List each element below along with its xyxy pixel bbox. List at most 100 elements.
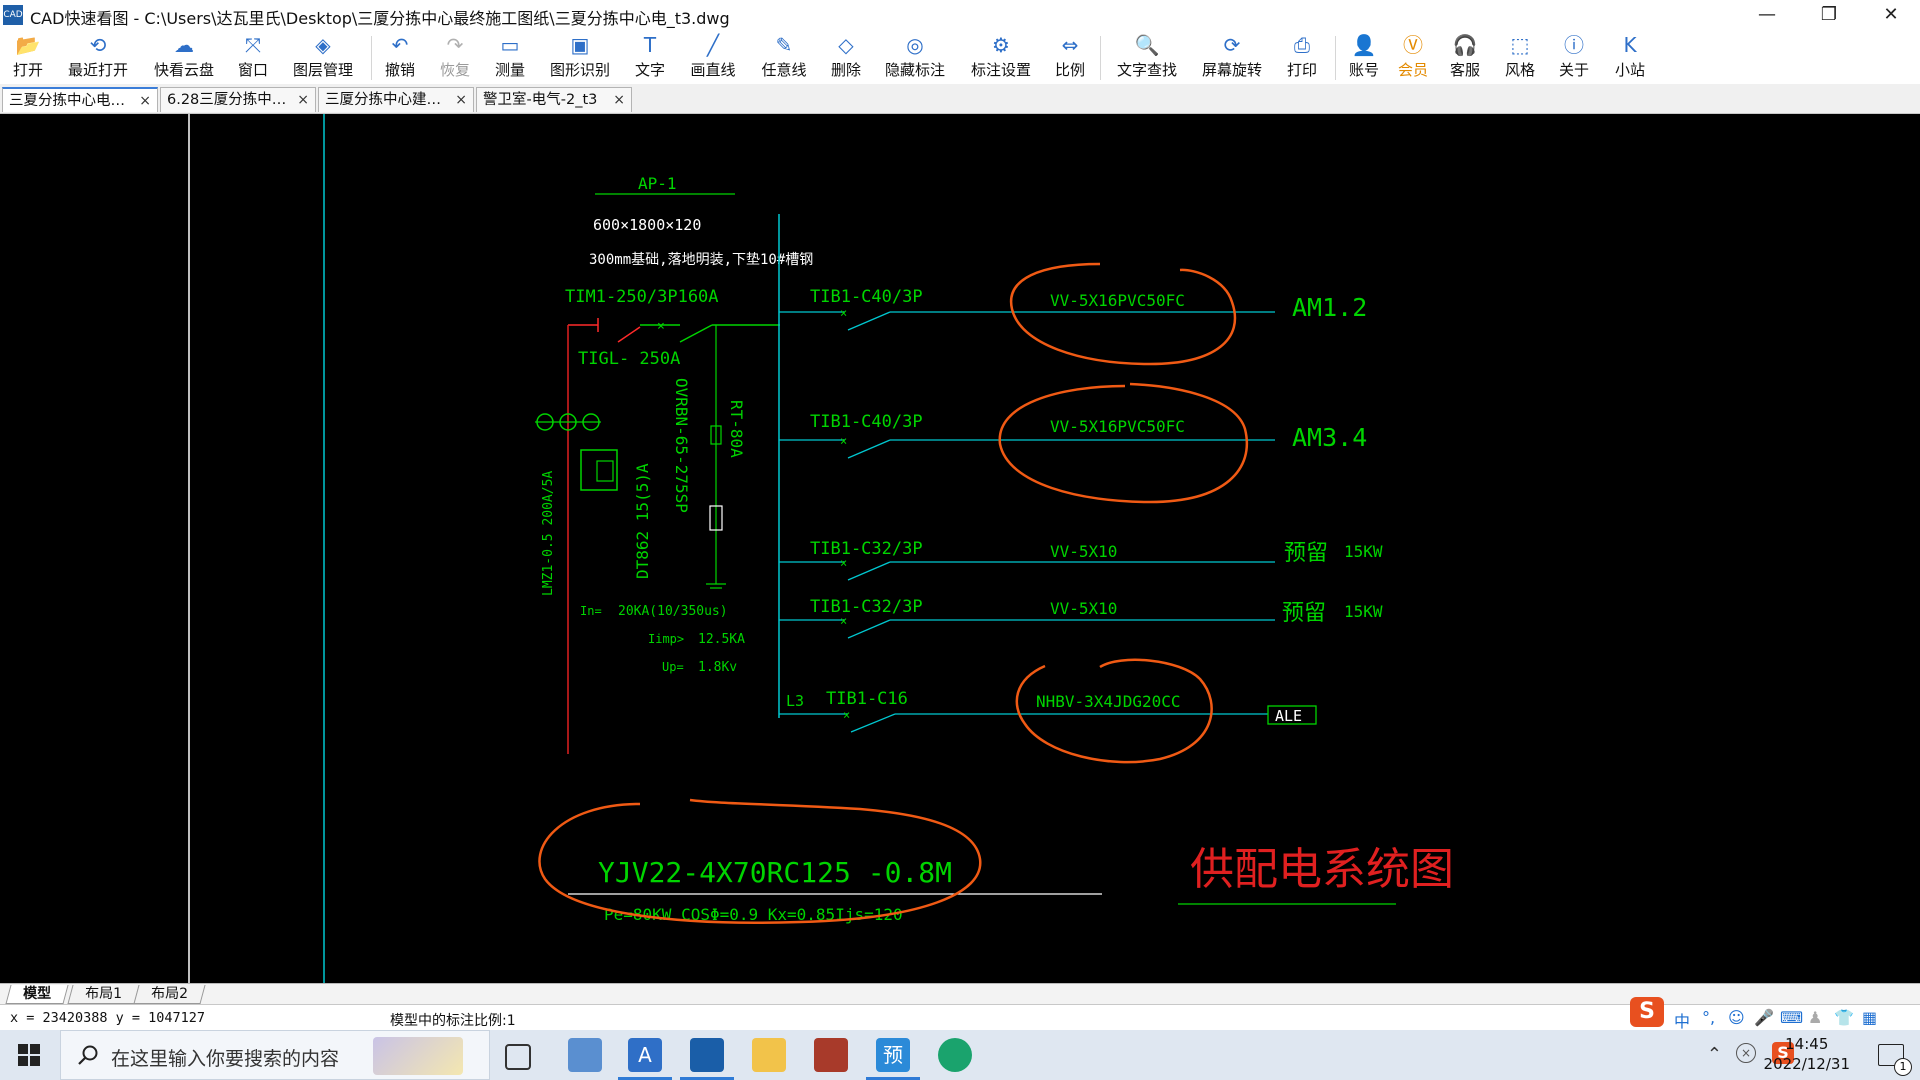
toolbar-eye-hide-button[interactable]: ◎隐藏标注 (885, 32, 945, 80)
meter-inner (596, 460, 614, 482)
shirt-icon[interactable]: 👕 (1834, 1008, 1854, 1027)
toolbar-ruler-button[interactable]: ▭测量 (480, 32, 540, 80)
preview-app-icon[interactable]: 预 (866, 1038, 920, 1080)
toolbar-text-button[interactable]: T 文字 (620, 32, 680, 80)
spd-in-value: 20KA(10/350us) (618, 604, 728, 619)
toolbar-printer-button[interactable]: ⎙ 打印 (1272, 32, 1332, 80)
edge-icon[interactable] (938, 1038, 972, 1072)
toolbar-label: 文字 (634, 61, 665, 79)
pen-icon: ✎ (775, 33, 793, 57)
meter-symbol (580, 449, 618, 491)
text-icon: T (643, 33, 657, 57)
keyboard-icon[interactable]: ⌨ (1780, 1008, 1804, 1027)
security-x-icon[interactable]: × (1736, 1043, 1756, 1063)
tab-document-4[interactable]: 警卫室-电气-2_t3× (476, 87, 632, 112)
close-tab-icon[interactable]: × (613, 92, 625, 108)
cad-drawing: AP-1 600×1800×120 300mm基础,落地明装,下垫10#槽钢 T… (188, 114, 1454, 983)
clock[interactable]: 14:45 2022/12/31 (1764, 1034, 1850, 1074)
toolbar-vip-button[interactable]: Ⓥ 会员 (1383, 32, 1443, 80)
toolbar-text-search-button[interactable]: 🔍文字查找 (1117, 32, 1177, 80)
toolbar-label: 图层管理 (293, 61, 354, 79)
tab-model[interactable]: 模型 (5, 985, 69, 1004)
diagram-title: 供配电系统图 (1190, 845, 1454, 894)
toolbar-separator (1335, 36, 1336, 80)
task-view-icon[interactable] (505, 1044, 531, 1070)
cad-viewer-icon[interactable] (680, 1038, 734, 1080)
sogou-ime-icon[interactable]: S (1630, 997, 1664, 1027)
toolbar-label: 小站 (1614, 61, 1645, 79)
emoji-icon[interactable]: ☺ (1728, 1008, 1745, 1027)
toolbar-eraser-button[interactable]: ◇删除 (816, 32, 876, 80)
toolbar-layers-button[interactable]: ◈图层管理 (293, 32, 353, 80)
toolbar-label: 会员 (1397, 61, 1428, 79)
tab-layout-1[interactable]: 布局1 (67, 985, 140, 1004)
autocad-icon[interactable]: A (618, 1038, 672, 1080)
ime-toolbar[interactable]: S 中 °, ☺ 🎤 ⌨ ♟ 👕 ▦ (1630, 997, 1920, 1031)
breaker-x-mark: × (657, 319, 665, 334)
layout-tabs: 模型 布局1 布局2 (0, 983, 1920, 1004)
tab-document-3[interactable]: 三厦分拣中心建…× (318, 87, 474, 112)
main-breaker-label: TIM1-250/3P160A (565, 287, 719, 307)
close-tab-icon[interactable]: × (139, 93, 151, 109)
toolbar-shape-recognize-button[interactable]: ▣图形识别 (550, 32, 610, 80)
computer-icon[interactable] (568, 1038, 602, 1072)
circuit-3-cable-label: VV-5X10 (1050, 542, 1117, 561)
tab-layout-2[interactable]: 布局2 (133, 985, 206, 1004)
toolbox-icon[interactable]: ▦ (1862, 1008, 1878, 1027)
toolbar-label: 打印 (1286, 61, 1317, 79)
toolbar-pen-button[interactable]: ✎任意线 (754, 32, 814, 80)
notification-center-icon[interactable] (1878, 1044, 1904, 1066)
microphone-icon[interactable]: 🎤 (1754, 1008, 1774, 1027)
drawing-canvas[interactable]: AP-1 600×1800×120 300mm基础,落地明装,下垫10#槽钢 T… (0, 114, 1920, 983)
toolbar-undo-button[interactable]: ↶撤销 (370, 32, 430, 80)
toolbar-style-button[interactable]: ⬚风格 (1490, 32, 1550, 80)
printer-icon: ⎙ (1294, 33, 1310, 57)
vip-icon: Ⓥ (1403, 33, 1423, 57)
circuit-4-dest: 预留 (1282, 601, 1326, 626)
toolbar-headset-button[interactable]: 🎧客服 (1435, 32, 1495, 80)
minimize-button[interactable]: — (1758, 4, 1776, 25)
breaker-x-mark: × (840, 614, 847, 628)
toolbar-scale-button[interactable]: ⇔比例 (1040, 32, 1100, 80)
folder-open-icon: 📂 (15, 33, 41, 57)
taskbar-search[interactable]: 在这里输入你要搜索的内容 (60, 1030, 490, 1080)
toolbar-folder-open-button[interactable]: 📂打开 (0, 32, 58, 80)
toolbar-cloud-button[interactable]: ☁快看云盘 (154, 32, 214, 80)
ime-language-toggle[interactable]: 中 (1674, 1012, 1691, 1031)
close-tab-icon[interactable]: × (455, 92, 467, 108)
toolbar-label: 画直线 (690, 61, 736, 79)
tab-model-label: 模型 (23, 986, 52, 1002)
sogou-tray-icon[interactable]: S (1772, 1042, 1794, 1064)
annotation-circle-3 (1015, 658, 1213, 764)
chevron-up-icon[interactable]: ⌃ (1706, 1044, 1722, 1065)
headset-icon: 🎧 (1452, 33, 1478, 57)
clock-date: 2022/12/31 (1763, 1055, 1850, 1073)
toolbar-separator (1100, 36, 1101, 80)
toolbar-rotate-screen-button[interactable]: ⟳屏幕旋转 (1202, 32, 1262, 80)
winrar-icon[interactable] (814, 1038, 848, 1072)
toolbar-history-button[interactable]: ⟲最近打开 (68, 32, 128, 80)
circuit-3-breaker: TIB1-C32/3P (810, 539, 923, 559)
tab-document-1[interactable]: 三夏分拣中心电…× (2, 87, 158, 112)
circuit-2-cable-label: VV-5X16PVC50FC (1050, 417, 1185, 436)
window-icon: ⤧ (245, 33, 261, 57)
toolbar-user-button[interactable]: 👤账号 (1334, 32, 1394, 80)
fuse-label: RT-80A (727, 400, 746, 458)
tab-document-2[interactable]: 6.28三厦分拣中…× (160, 87, 316, 112)
spd-imp-value: 12.5KA (698, 632, 745, 647)
close-tab-icon[interactable]: × (297, 92, 309, 108)
toolbar-redo-button[interactable]: ↷恢复 (425, 32, 485, 80)
windows-start-icon[interactable] (18, 1044, 40, 1066)
file-explorer-icon[interactable] (752, 1038, 786, 1072)
skin-icon[interactable]: ♟ (1808, 1008, 1823, 1027)
toolbar-window-button[interactable]: ⤧窗口 (223, 32, 283, 80)
panel-note: 300mm基础,落地明装,下垫10#槽钢 (589, 251, 813, 268)
restore-button[interactable]: ❐ (1820, 4, 1838, 25)
punctuation-icon[interactable]: °, (1702, 1008, 1716, 1027)
close-window-button[interactable]: ✕ (1883, 4, 1899, 25)
info-icon: ⓘ (1564, 33, 1584, 57)
toolbar-line-button[interactable]: ╱画直线 (683, 32, 743, 80)
toolbar-annotation-settings-button[interactable]: ⚙标注设置 (971, 32, 1031, 80)
